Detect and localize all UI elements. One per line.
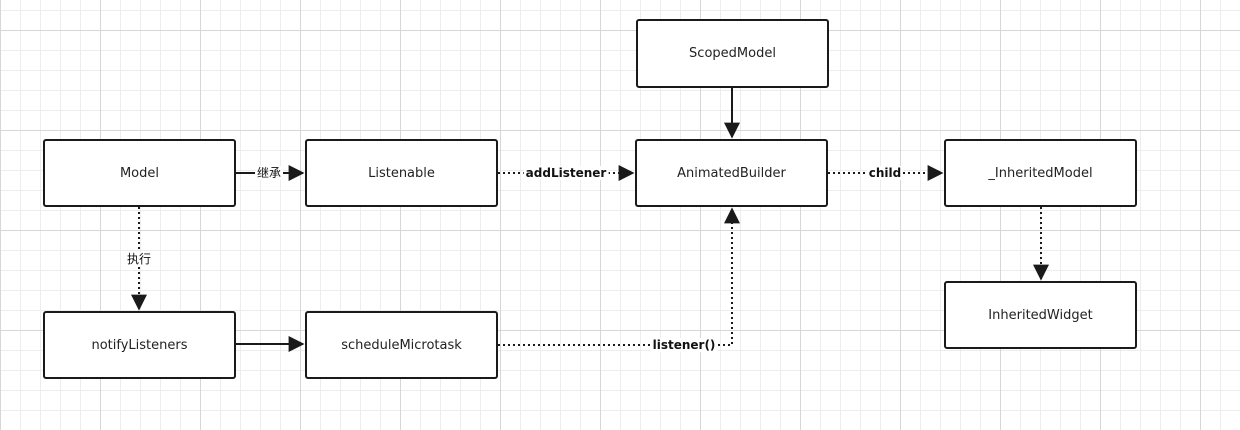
node-inherited-model[interactable]: _InheritedModel (944, 139, 1137, 207)
node-animated-builder[interactable]: AnimatedBuilder (635, 139, 828, 207)
node-schedule-microtask[interactable]: scheduleMicrotask (305, 311, 498, 379)
edge-label-add-listener: addListener (523, 166, 609, 180)
node-notify-listeners[interactable]: notifyListeners (43, 311, 236, 379)
node-inherited-widget[interactable]: InheritedWidget (944, 281, 1137, 349)
node-model[interactable]: Model (43, 139, 236, 207)
edge-schedule-microtask-to-animated-builder (498, 207, 740, 346)
node-listenable[interactable]: Listenable (305, 139, 498, 207)
edge-label-listener-call: listener() (650, 338, 718, 352)
edge-label-child: child (866, 166, 904, 180)
edge-label-inherit: 继承 (254, 166, 284, 180)
node-scoped-model[interactable]: ScopedModel (636, 19, 829, 88)
edge-label-execute: 执行 (124, 252, 154, 266)
